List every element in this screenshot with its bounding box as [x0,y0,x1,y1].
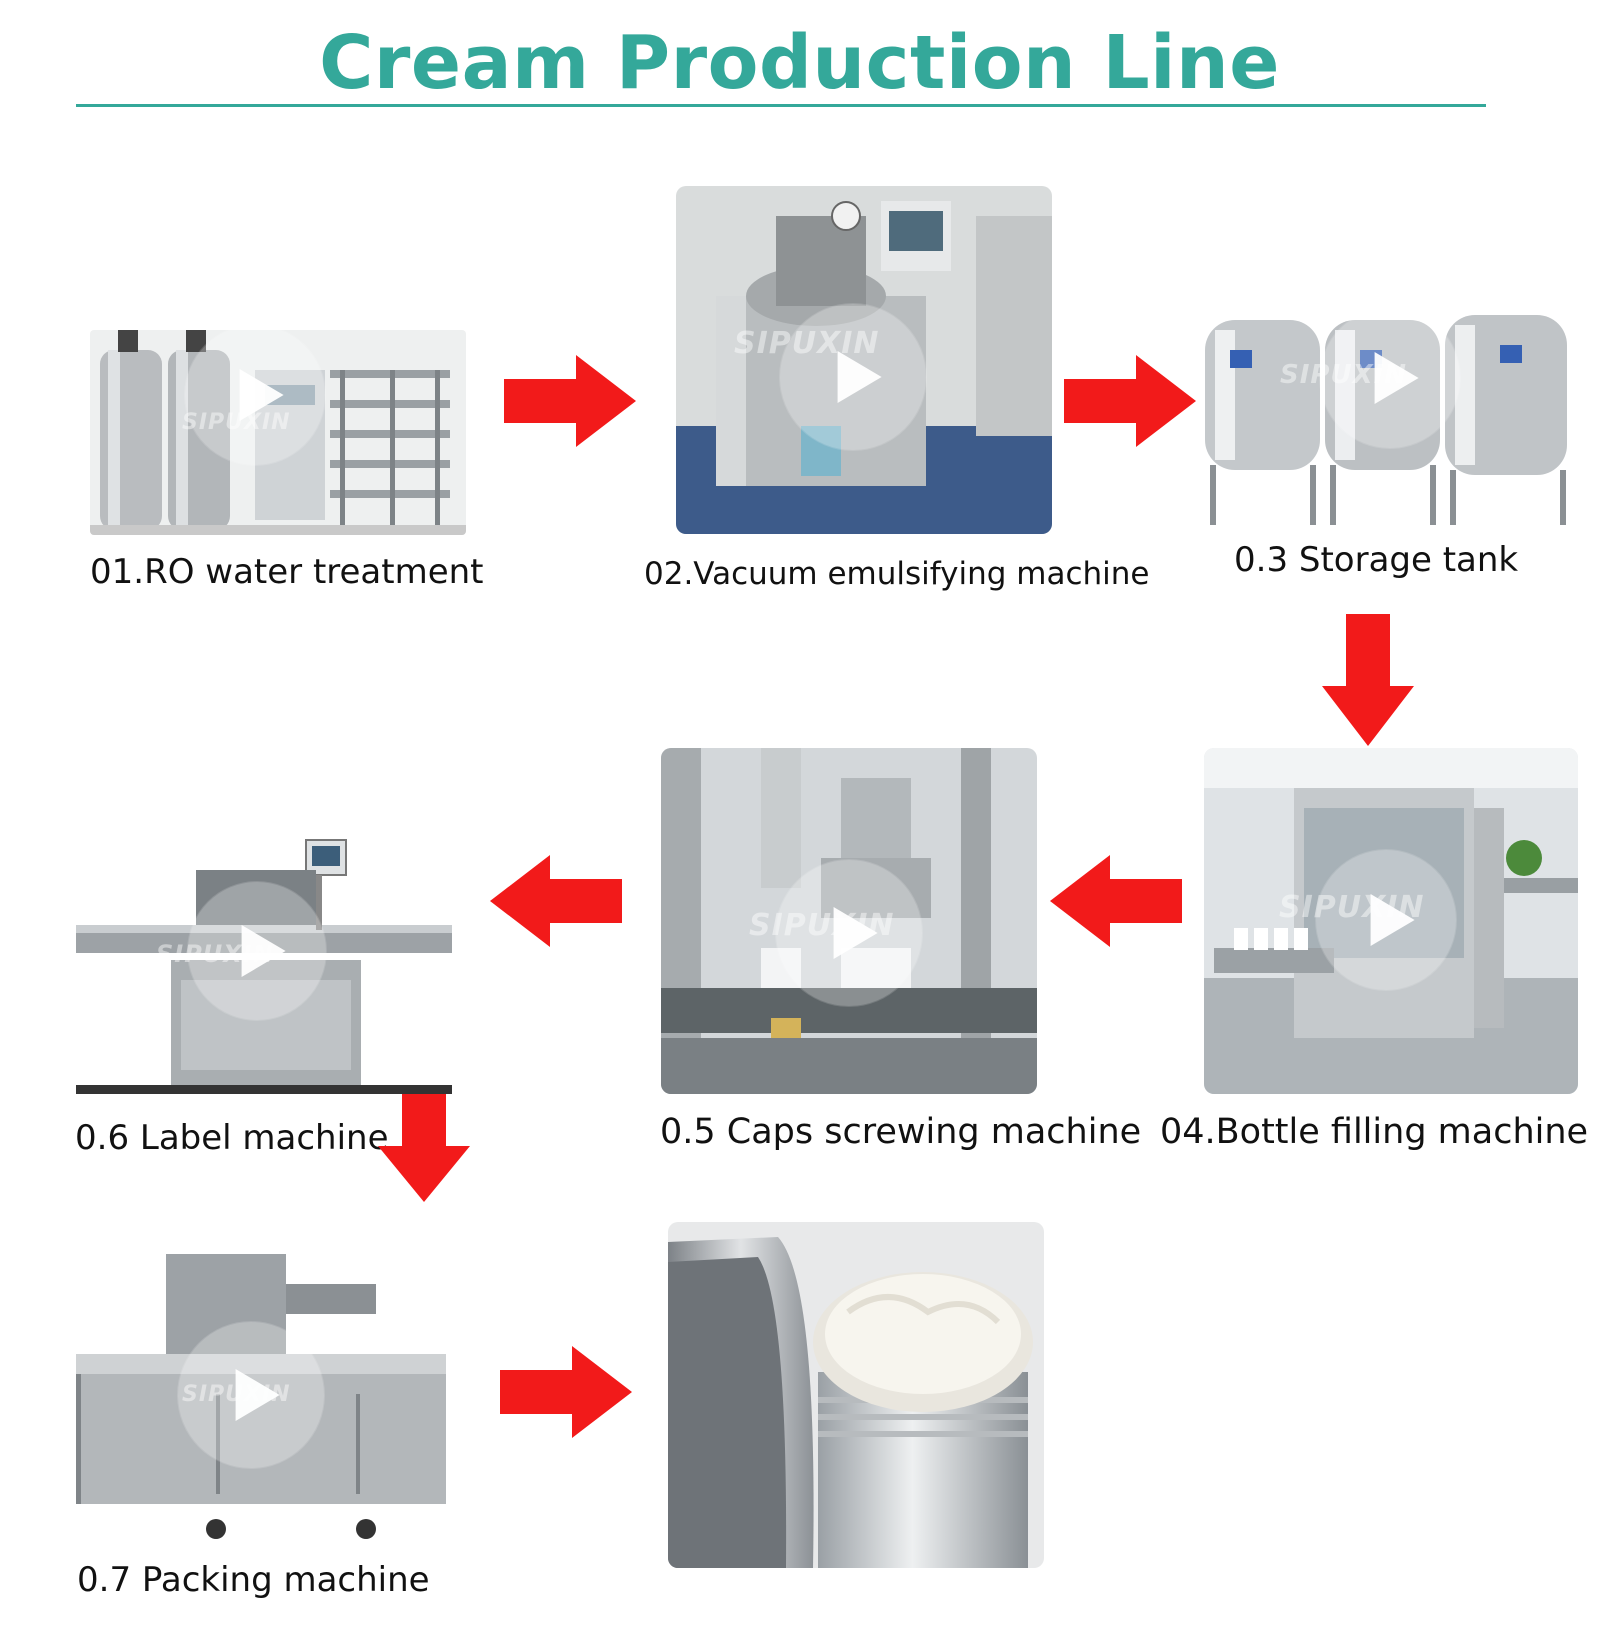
step-7-caption: 0.7 Packing machine [77,1560,430,1600]
arrow-right-1-to-2 [504,355,636,447]
play-icon[interactable] [188,882,326,1020]
play-icon[interactable] [178,1322,324,1468]
watermark-text: SIPUXIN [734,326,880,361]
watermark-text: SIPUXIN [1279,890,1425,925]
watermark-text: SIPUXIN [749,908,895,943]
step-4-caption: 04.Bottle filling machine [1160,1112,1589,1152]
step-6-caption: 0.6 Label machine [75,1118,389,1158]
caps-screwing-machine-photo: SIPUXIN [661,748,1037,1094]
arrow-left-4-to-5 [1050,855,1182,947]
arrow-right-2-to-3 [1064,355,1196,447]
arrow-down-6-to-7 [378,1094,470,1202]
cream-jar-photo [668,1222,1044,1568]
step-3-caption: 0.3 Storage tank [1234,540,1519,580]
play-icon[interactable] [776,860,922,1006]
page-title: Cream Production Line [319,20,1280,106]
ro-water-treatment-photo: SIPUXIN [90,330,466,535]
play-icon[interactable] [1320,308,1460,448]
arrow-down-3-to-4 [1322,614,1414,746]
arrow-left-5-to-6 [490,855,622,947]
storage-tank-photo: SIPUXIN [1200,300,1572,532]
label-machine-photo: SIPUXIN [76,830,452,1094]
packing-machine-photo: SIPUXIN [76,1244,446,1548]
step-2-caption: 02.Vacuum emulsifying machine [644,556,1150,592]
play-icon[interactable] [185,330,325,465]
arrow-right-7-to-product [500,1346,632,1438]
watermark-text: SIPUXIN [156,940,274,968]
vacuum-emulsifying-machine-photo: SIPUXIN [676,186,1052,534]
play-icon[interactable] [780,304,926,450]
bottle-filling-machine-photo: SIPUXIN [1204,748,1578,1094]
play-icon[interactable] [1316,850,1456,990]
step-1-caption: 01.RO water treatment [90,552,484,592]
watermark-text: SIPUXIN [182,1382,291,1407]
title-underline [76,104,1486,107]
watermark-text: SIPUXIN [1280,360,1408,390]
watermark-text: SIPUXIN [182,410,291,435]
step-5-caption: 0.5 Caps screwing machine [660,1112,1142,1152]
